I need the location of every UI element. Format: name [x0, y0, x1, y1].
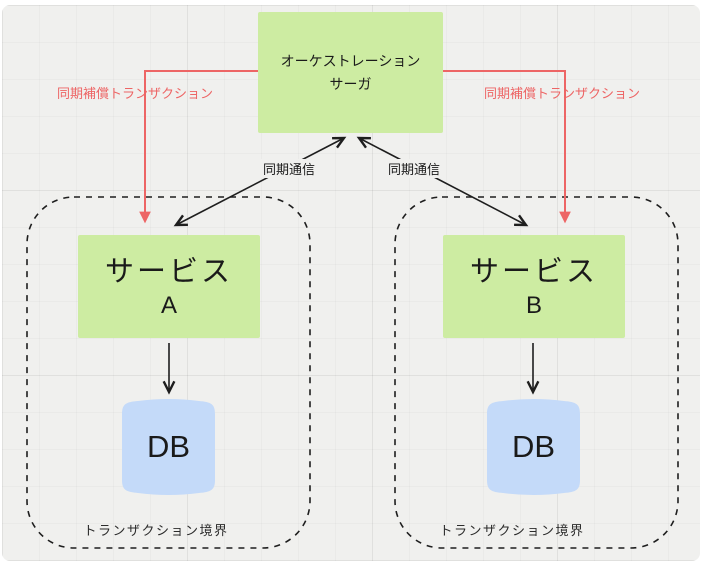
db-a-label: DB: [146, 429, 191, 464]
orchestrator-saga-node: オーケストレーション サーガ: [258, 12, 443, 133]
sync-edge-right: [359, 138, 526, 225]
db-b-label: DB: [511, 429, 556, 464]
service-a-title: サービス: [104, 255, 233, 288]
orchestrator-label-line2: サーガ: [329, 75, 372, 92]
orchestrator-label-line1: オーケストレーション: [280, 52, 421, 69]
sync-edge-left: [176, 138, 344, 225]
db-b-cylinder: [487, 399, 580, 495]
transaction-boundary-b-label: トランザクション境界: [439, 523, 585, 538]
transaction-boundary-b: [394, 196, 679, 549]
transaction-boundary-a-label: トランザクション境界: [83, 523, 229, 538]
service-a-letter: A: [160, 291, 177, 319]
db-a-cylinder: [122, 399, 215, 495]
service-a-node: サービス A: [78, 235, 260, 338]
compensation-edge-right: [443, 70, 571, 224]
compensation-edge-left: [139, 70, 258, 224]
sync-comm-label-left: 同期通信: [259, 159, 319, 178]
service-b-node: サービス B: [443, 235, 625, 338]
service-b-letter: B: [525, 291, 542, 319]
sync-comm-label-right: 同期通信: [384, 159, 444, 178]
compensation-label-left: 同期補償トランザクション: [56, 86, 214, 101]
service-b-title: サービス: [469, 255, 598, 288]
compensation-label-right: 同期補償トランザクション: [483, 86, 641, 101]
transaction-boundary-a: [26, 196, 311, 549]
